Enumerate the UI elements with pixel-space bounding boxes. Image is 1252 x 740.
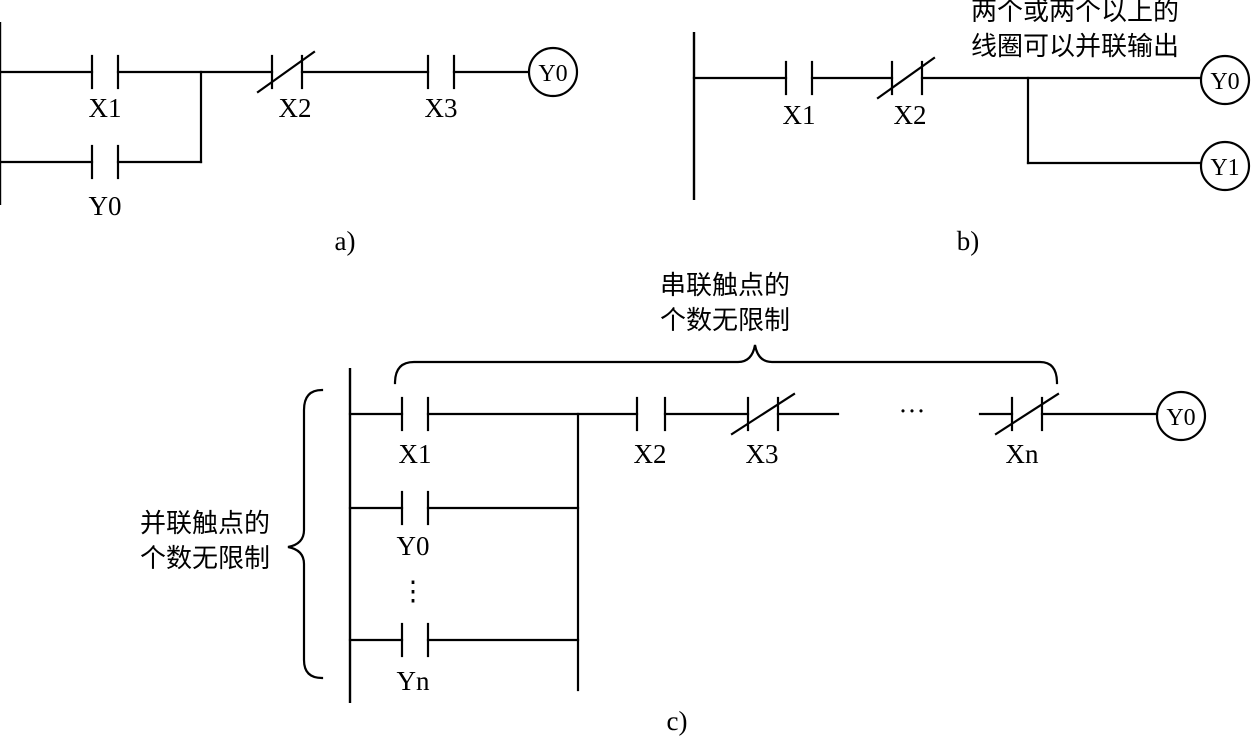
output-coil-y1: [1199, 140, 1251, 192]
contact-x3-normally-open: [426, 54, 456, 90]
series-count-brace: [393, 344, 1059, 385]
vertical-ellipsis: ⋮: [400, 576, 427, 606]
caption-c: c): [667, 706, 688, 736]
contact-y0-normally-open: [400, 490, 430, 526]
output-coil-y0: [527, 46, 579, 98]
annotation-parallel-line1: 并联触点的: [140, 509, 270, 539]
caption-b: b): [957, 226, 980, 256]
contact-xn-normally-closed: [994, 392, 1060, 436]
coil-label: Y0: [1210, 69, 1239, 95]
annotation-parallel-coils-line1: 两个或两个以上的: [971, 0, 1179, 27]
output-coil-y0: [1155, 390, 1207, 442]
contact-label: Y0: [397, 531, 430, 561]
parallel-count-brace: [287, 388, 324, 680]
contact-label: X2: [634, 439, 667, 469]
caption-a: a): [335, 226, 356, 256]
annotation-parallel-coils-line2: 线圈可以并联输出: [971, 32, 1179, 62]
contact-x1-normally-open: [784, 60, 814, 96]
contact-label: X1: [89, 93, 122, 123]
coil-label: Y1: [1210, 155, 1239, 181]
contact-x2-normally-closed: [876, 56, 936, 100]
coil-label: Y0: [1166, 405, 1195, 431]
contact-x3-normally-closed: [730, 392, 796, 436]
contact-label: X2: [279, 93, 312, 123]
annotation-series-line2: 个数无限制: [660, 306, 790, 336]
contact-x2-normally-closed: [256, 50, 316, 94]
diagram-a: X1 Y0 X2 X3 Y0 a): [0, 22, 579, 256]
output-coil-y0: [1199, 54, 1251, 106]
contact-label: X1: [783, 100, 816, 130]
annotation-parallel-line2: 个数无限制: [140, 544, 270, 574]
contact-yn-normally-open: [400, 622, 430, 658]
contact-x1-normally-open: [90, 54, 120, 90]
contact-x1-normally-open: [400, 396, 430, 432]
contact-label: Xn: [1006, 439, 1039, 469]
contact-y0-normally-open: [90, 144, 120, 180]
contact-label: X1: [399, 439, 432, 469]
contact-x2-normally-open: [635, 396, 667, 432]
diagram-c: 串联触点的 个数无限制 并联触点的 个数无限制 X1 Y0: [140, 271, 1207, 736]
diagram-b: X1 X2 Y0 Y1 两个或两个以上的 线圈可以并联输出 b): [692, 0, 1251, 256]
coil-label: Y0: [538, 61, 567, 87]
contact-label: Y0: [89, 191, 122, 221]
contact-label: Yn: [397, 666, 430, 696]
annotation-series-line1: 串联触点的: [660, 271, 790, 301]
contact-label: X3: [425, 93, 458, 123]
horizontal-ellipsis: ···: [899, 396, 926, 426]
contact-label: X2: [894, 100, 927, 130]
contact-label: X3: [746, 439, 779, 469]
